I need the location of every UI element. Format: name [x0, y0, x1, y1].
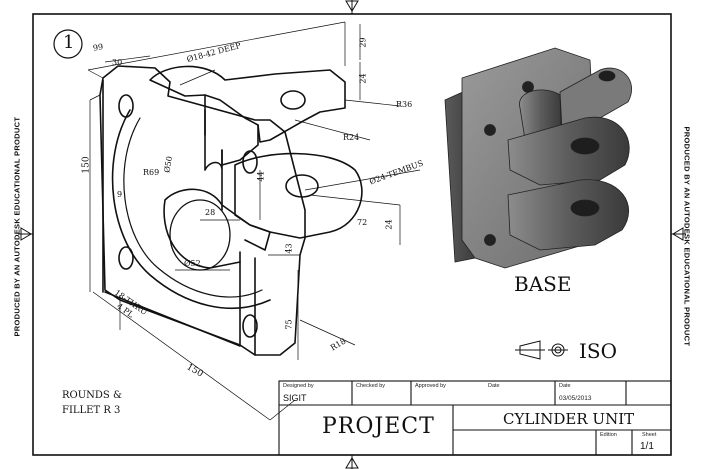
- note-line-1: ROUNDS &: [62, 390, 122, 401]
- title-block: [278, 380, 672, 456]
- technical-drawing: [99, 65, 363, 356]
- designed-by-label: Designed by: [283, 383, 314, 389]
- approved-by-label: Approved by: [415, 383, 446, 389]
- lower-slot: [163, 188, 271, 269]
- mount-hole-br: [242, 314, 258, 338]
- projection-symbol: [515, 340, 568, 360]
- view-number: 1: [63, 32, 75, 53]
- mount-hole-tl: [118, 94, 134, 118]
- center-stem: [204, 109, 223, 211]
- dim-r69: R69: [143, 168, 160, 177]
- dim-r36: R36: [396, 100, 413, 109]
- edge-note-right: PRODUCED BY AN AUTODESK EDUCATIONAL PROD…: [682, 126, 692, 347]
- render-hole-1: [484, 124, 496, 136]
- dim-24-top: 24: [358, 73, 368, 84]
- upper-lug: [149, 65, 346, 143]
- dim-d52: Ø52: [184, 259, 201, 268]
- view-number-circle: [53, 29, 83, 59]
- dim-75: 75: [284, 319, 294, 330]
- lower-lug-hole: [285, 174, 319, 198]
- base-plate-front-edge: [102, 79, 256, 356]
- dim-72: 72: [357, 218, 368, 227]
- dim-29: 29: [358, 37, 368, 48]
- mount-hole-bl: [118, 246, 134, 270]
- date-label-2: Date: [559, 383, 571, 389]
- dim-99: 99: [92, 42, 104, 53]
- sheet-value: 1/1: [640, 441, 654, 452]
- large-bore-arc-inner: [123, 117, 263, 298]
- projection-label: ISO: [579, 339, 617, 363]
- lower-lug: [234, 152, 363, 239]
- dimension-lines: [87, 21, 421, 421]
- mount-hole-tr: [242, 150, 258, 174]
- part-name: BASE: [514, 272, 572, 296]
- center-marks: [18, 0, 686, 469]
- shaded-render: [444, 47, 633, 269]
- upper-lug-hole: [280, 90, 306, 110]
- dim-28: 28: [205, 208, 216, 217]
- edition-label: Edition: [600, 432, 617, 438]
- render-lower-hole: [570, 199, 600, 217]
- render-hole-2: [484, 234, 496, 246]
- render-upper-hole: [570, 137, 600, 155]
- dim-43: 43: [284, 243, 294, 254]
- note-line-2: FILLET R 3: [62, 405, 121, 416]
- designed-by-value: SIGIT: [283, 393, 307, 403]
- render-top-hole: [598, 70, 616, 82]
- upper-lug-face: [204, 94, 259, 166]
- render-lower-arm: [507, 179, 630, 251]
- dim-44: 44: [256, 171, 266, 182]
- dim-30: 30: [112, 58, 123, 67]
- dim-24-right: 24: [384, 219, 394, 230]
- dim-150-left: 150: [81, 156, 92, 174]
- edge-note-left: PRODUCED BY AN AUTODESK EDUCATIONAL PROD…: [12, 116, 22, 337]
- date-value: 03/05/2013: [559, 395, 592, 402]
- sheet-label: Sheet: [642, 432, 657, 438]
- date-label-1: Date: [488, 383, 500, 389]
- drawing-title: CYLINDER UNIT: [503, 410, 635, 428]
- project-title: PROJECT: [322, 414, 435, 439]
- large-bore-arc: [111, 109, 271, 309]
- dim-9: 9: [117, 190, 123, 199]
- dim-r24: R24: [343, 133, 360, 142]
- checked-by-label: Checked by: [356, 383, 386, 389]
- render-upper-lug: [559, 67, 633, 131]
